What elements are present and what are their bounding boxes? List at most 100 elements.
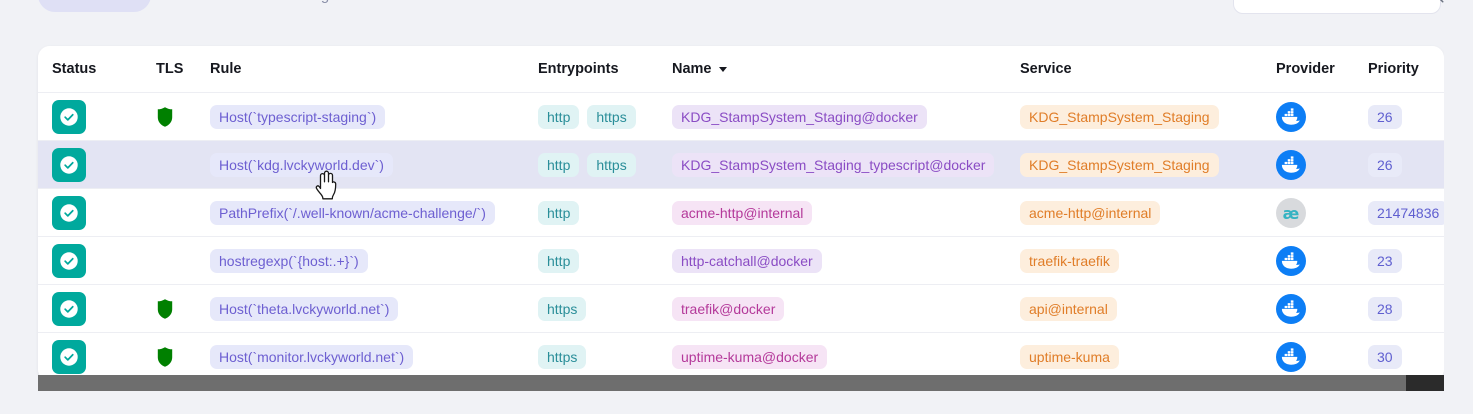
column-header-name[interactable]: Name [662,46,1020,93]
cell-status [38,92,144,141]
status-success-icon[interactable] [52,243,86,278]
sort-desc-caret-icon[interactable] [718,66,727,72]
cell-name: traefik@docker [662,284,1020,333]
tls-shield-icon [156,298,174,320]
service-badge[interactable]: traefik-traefik [1020,248,1119,273]
docker-provider-icon[interactable] [1276,293,1306,324]
cell-provider: æ [1252,188,1352,237]
status-success-icon[interactable] [52,147,86,182]
horizontal-scrollbar[interactable] [38,375,1444,391]
status-success-icon[interactable] [52,99,86,134]
cell-rule: PathPrefix(`/.well-known/acme-challenge/… [210,188,530,237]
docker-provider-icon[interactable] [1276,101,1306,132]
column-header-status[interactable]: Status [38,46,144,93]
cell-tls [144,332,210,381]
cell-entrypoints: http https [530,140,662,189]
priority-badge: 30 [1368,344,1402,369]
cell-name: http-catchall@docker [662,236,1020,285]
cell-status [38,236,144,285]
router-name-badge[interactable]: http-catchall@docker [672,248,822,273]
cell-entrypoints: http https [530,92,662,141]
cell-tls [144,188,210,237]
column-header-service[interactable]: Service [1020,46,1252,93]
tls-shield-icon [156,346,174,368]
column-header-provider[interactable]: Provider [1252,46,1352,93]
filter-tab-warnings[interactable]: Warnings [252,0,359,12]
service-badge[interactable]: acme-http@internal [1020,200,1161,225]
acme-provider-icon[interactable]: æ [1276,197,1306,228]
cell-name: KDG_StampSystem_Staging_typescript@docke… [662,140,1020,189]
table-row[interactable]: hostregexp(`{host:.+}`) http http-catchall… [38,236,1444,285]
router-name-badge[interactable]: KDG_StampSystem_Staging_typescript@docke… [672,152,995,177]
rule-badge[interactable]: hostregexp(`{host:.+}`) [210,248,368,273]
cell-priority: 21474836 [1352,188,1444,237]
rule-badge[interactable]: Host(`monitor.lvckyworld.net`) [210,344,414,369]
cell-entrypoints: https [530,284,662,333]
rule-badge[interactable]: Host(`theta.lvckyworld.net`) [210,296,399,321]
table-row[interactable]: Host(`typescript-staging`) http https KDG_S… [38,92,1444,141]
entrypoint-badge[interactable]: http [538,152,580,177]
router-name-badge[interactable]: KDG_StampSystem_Staging@docker [672,104,927,129]
cell-service: acme-http@internal [1020,188,1252,237]
table-row[interactable]: Host(`theta.lvckyworld.net`) https traefik… [38,284,1444,333]
entrypoint-badge[interactable]: https [587,152,636,177]
status-success-icon[interactable] [52,339,86,374]
priority-badge: 26 [1368,104,1402,129]
entrypoint-badge[interactable]: https [587,104,636,129]
column-header-rule[interactable]: Rule [210,46,530,93]
rule-badge[interactable]: Host(`typescript-staging`) [210,104,386,129]
cell-priority: 26 [1352,92,1444,141]
docker-provider-icon[interactable] [1276,245,1306,276]
entrypoint-badge[interactable]: http [538,200,580,225]
rule-badge[interactable]: PathPrefix(`/.well-known/acme-challenge/… [210,200,495,225]
cell-entrypoints: http [530,188,662,237]
status-success-icon[interactable] [52,195,86,230]
service-badge[interactable]: uptime-kuma [1020,344,1119,369]
entrypoint-badge[interactable]: http [538,104,580,129]
router-name-badge[interactable]: traefik@docker [672,296,785,321]
card-right-clip [1444,46,1473,381]
search-icon[interactable] [1427,0,1445,4]
cell-service: traefik-traefik [1020,236,1252,285]
priority-badge: 23 [1368,248,1402,273]
search-box[interactable] [1233,0,1444,14]
table-row[interactable]: Host(`monitor.lvckyworld.net`) https uptim… [38,332,1444,381]
svg-text:æ: æ [1283,204,1300,223]
cell-priority: 28 [1352,284,1444,333]
column-header-entrypoints[interactable]: Entrypoints [530,46,662,93]
service-badge[interactable]: KDG_StampSystem_Staging [1020,104,1219,129]
scrollbar-track-end[interactable] [1406,375,1444,391]
entrypoint-badge[interactable]: https [538,344,587,369]
router-name-badge[interactable]: acme-http@internal [672,200,813,225]
search-input[interactable] [1246,0,1427,3]
filter-tab-all-status[interactable]: All Status [38,0,152,12]
service-badge[interactable]: api@internal [1020,296,1117,321]
table-row[interactable]: PathPrefix(`/.well-known/acme-challenge/… [38,188,1444,237]
status-success-icon[interactable] [52,291,86,326]
cell-provider [1252,332,1352,381]
cell-status [38,284,144,333]
cell-tls [144,236,210,285]
column-header-label-rule: Rule [210,61,242,77]
column-header-label-status: Status [52,61,97,77]
entrypoint-badge[interactable]: http [538,248,580,273]
column-header-label-priority: Priority [1368,61,1419,77]
service-badge[interactable]: KDG_StampSystem_Staging [1020,152,1219,177]
scrollbar-thumb[interactable] [38,375,1406,391]
rule-badge[interactable]: Host(`kdg.lvckyworld.dev`) [210,152,393,177]
table-row[interactable]: Host(`kdg.lvckyworld.dev`) http https KDG_S… [38,140,1444,189]
entrypoint-badge[interactable]: https [538,296,587,321]
docker-provider-icon[interactable] [1276,149,1306,180]
docker-provider-icon[interactable] [1276,341,1306,372]
column-header-tls[interactable]: TLS [144,46,210,93]
cell-entrypoints: http [530,236,662,285]
column-header-label-tls: TLS [156,61,184,77]
filter-tab-success[interactable]: Success [151,0,252,12]
router-name-badge[interactable]: uptime-kuma@docker [672,344,828,369]
filter-tab-errors[interactable]: Errors [359,0,444,12]
column-header-priority[interactable]: Priority [1352,46,1444,93]
